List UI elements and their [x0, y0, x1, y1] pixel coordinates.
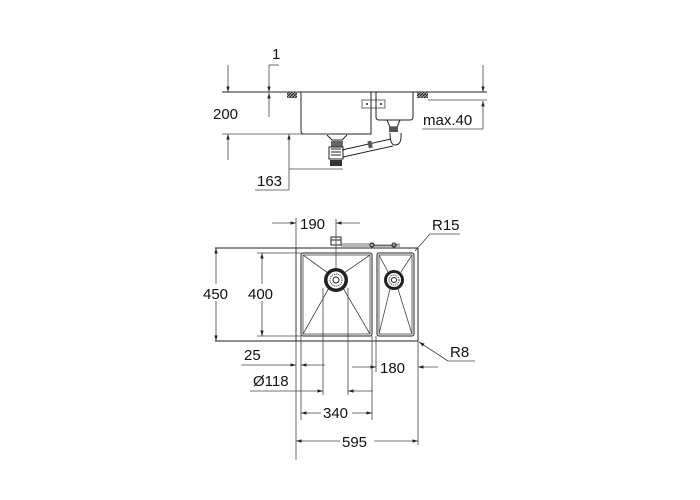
main-bowl-side [300, 92, 372, 135]
dim-overall-width: 595 [342, 434, 367, 451]
dim-height: 200 [213, 106, 238, 123]
dim-edge: 25 [244, 347, 261, 364]
bracket [361, 99, 386, 109]
dim-bowl-depth: 400 [248, 286, 273, 303]
top-view: 190 450 400 R15 R8 25 Ø118 180 [202, 216, 475, 460]
siphon [326, 119, 402, 166]
dim-corner-radius-inner: R8 [450, 344, 469, 361]
countertop-hatch-left [287, 92, 297, 98]
dim-drain-diameter: Ø118 [253, 373, 289, 390]
countertop-hatch-right [417, 92, 428, 98]
small-drain [384, 270, 404, 290]
main-drain [324, 268, 348, 292]
dim-drain-depth: 163 [257, 173, 282, 190]
side-view: 1 200 163 max.40 [213, 46, 487, 191]
dim-drain-offset: 190 [300, 216, 325, 233]
dim-offset: max.40 [423, 112, 472, 129]
dim-outer-depth: 450 [203, 286, 228, 303]
dim-thickness: 1 [272, 46, 280, 63]
dim-main-bowl-width: 340 [323, 405, 348, 422]
dim-small-bowl-width: 180 [380, 360, 405, 377]
main-bowl [300, 252, 373, 337]
small-bowl-side [375, 92, 414, 121]
small-bowl [376, 252, 415, 337]
overflow [330, 236, 401, 248]
dim-corner-radius-outer: R15 [432, 217, 460, 234]
